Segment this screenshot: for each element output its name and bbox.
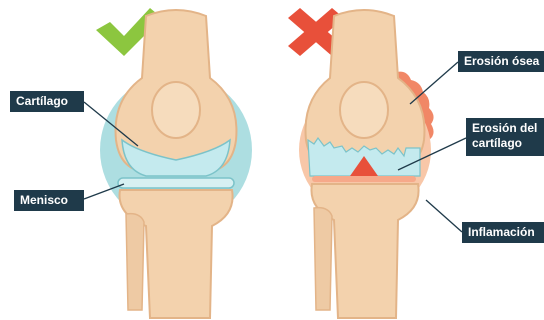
meniscus-narrowed <box>312 176 416 182</box>
diseased-knee <box>288 8 466 318</box>
inflamacion-leader <box>426 200 462 232</box>
label-inflamacion: Inflamación <box>462 222 544 243</box>
healthy-knee <box>84 8 252 318</box>
patella <box>152 82 200 138</box>
fibula-bone <box>126 214 144 310</box>
fibula-bone <box>314 208 332 310</box>
patella <box>340 82 388 138</box>
label-cartilago: Cartílago <box>10 91 84 112</box>
label-menisco: Menisco <box>14 190 84 211</box>
label-erosion-cartilago: Erosión del cartílago <box>466 118 544 156</box>
meniscus <box>118 178 234 188</box>
label-erosion-osea: Erosión ósea <box>458 51 544 72</box>
